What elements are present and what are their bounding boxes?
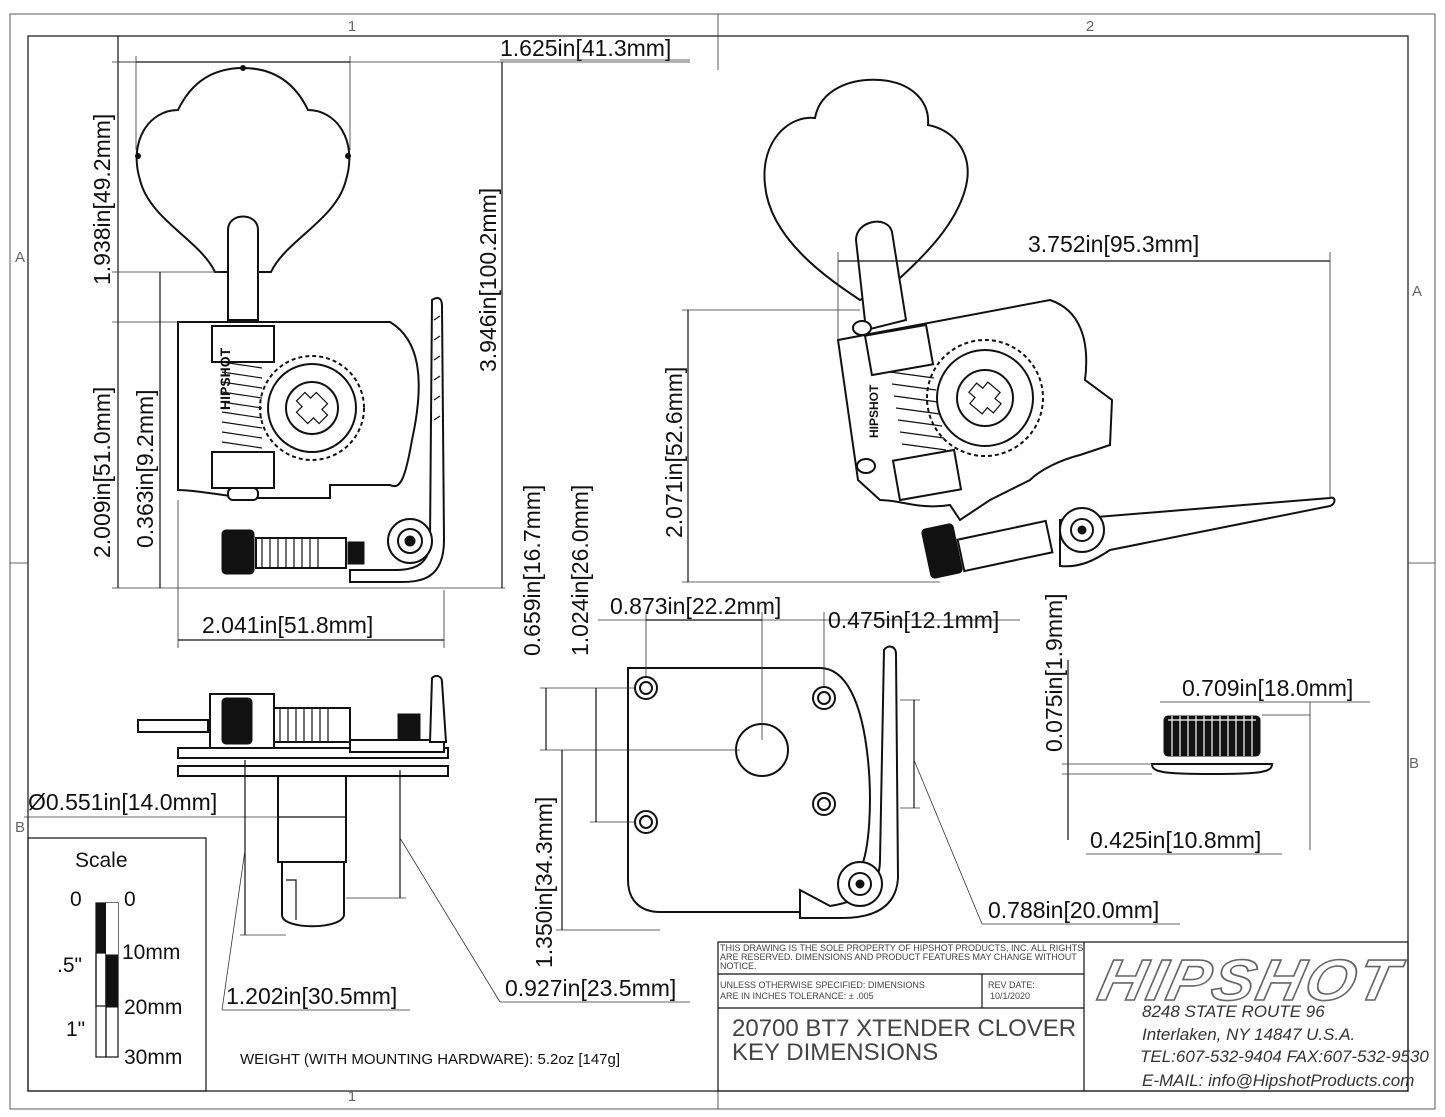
company-logo: HIPSHOT <box>1093 949 1409 1013</box>
dim-hole-v3: 1.350in[34.3mm] <box>531 797 557 968</box>
dim-button-height: 1.938in[49.2mm] <box>89 114 115 285</box>
scale-mm-0: 0 <box>124 888 136 911</box>
scale-legend: Scale 0 .5" 1" 0 10mm 20mm 30mm <box>27 837 207 1092</box>
iso-view-dimensions: 3.752in[95.3mm] 2.071in[52.6mm] <box>661 231 1331 583</box>
title-line-2: KEY DIMENSIONS <box>732 1039 938 1066</box>
title-block: THIS DRAWING IS THE SOLE PROPERTY OF HIP… <box>717 941 1429 1092</box>
dim-bushing-height: 0.425in[10.8mm] <box>1090 827 1261 853</box>
zone-col2-top: 2 <box>1086 18 1094 35</box>
plate-view <box>627 645 900 919</box>
zone-rowA-right: A <box>1412 283 1422 300</box>
scale-mm-30: 30mm <box>124 1046 182 1069</box>
scale-mm-20: 20mm <box>124 996 182 1019</box>
bushing-view <box>1150 715 1274 776</box>
scale-in-0: 0 <box>70 888 82 911</box>
dim-post-diameter: Ø0.551in[14.0mm] <box>28 789 217 815</box>
dim-post-length: 1.202in[30.5mm] <box>226 983 397 1009</box>
zone-labels: 1 2 1 A A B B <box>15 18 1422 1105</box>
dim-iso-length: 3.752in[95.3mm] <box>1028 231 1199 257</box>
dim-post-offset: 0.363in[9.2mm] <box>132 389 158 548</box>
scale-in-half: .5" <box>57 954 82 977</box>
bushing-dimensions: 0.709in[18.0mm] 0.075in[1.9mm] 0.075in[1… <box>1041 593 1370 855</box>
address-line-2: Interlaken, NY 14847 U.S.A. <box>1142 1025 1355 1044</box>
zone-col1-bottom: 1 <box>348 1088 356 1105</box>
address-line-3: TEL:607-532-9404 FAX:607-532-9530 <box>1140 1047 1429 1066</box>
weight-note: WEIGHT (WITH MOUNTING HARDWARE): 5.2oz [… <box>240 1051 620 1068</box>
notice-line-3: NOTICE. <box>720 961 757 971</box>
dim-hole-h2: 0.475in[12.1mm] <box>828 607 999 633</box>
notice-line-2: ARE RESERVED. DIMENSIONS AND PRODUCT FEA… <box>720 952 1077 962</box>
dim-hole-v2: 1.024in[26.0mm] <box>567 485 593 656</box>
zone-col1-top: 1 <box>348 18 356 35</box>
dim-bushing-flange: 0.075in[1.9mm] <box>1041 593 1067 752</box>
zone-rowB-right: B <box>1409 755 1419 772</box>
rev-date: 10/1/2020 <box>990 991 1030 1001</box>
iso-brand-mark: HIPSHOT <box>867 384 881 438</box>
dim-plate-width: 2.041in[51.8mm] <box>202 612 373 638</box>
tolerance-line-1: UNLESS OTHERWISE SPECIFIED: DIMENSIONS <box>720 980 925 990</box>
front-view-dimensions: 1.625in[41.3mm] 1.938in[49.2mm] 2.009in[… <box>89 35 690 648</box>
dim-overall-height: 3.946in[100.2mm] <box>475 188 501 372</box>
scale-mm-10: 10mm <box>122 941 180 964</box>
scale-in-1: 1" <box>66 1018 85 1041</box>
address-line-1: 8248 STATE ROUTE 96 <box>1142 1002 1325 1021</box>
dim-plate-height: 2.009in[51.0mm] <box>89 387 115 558</box>
dim-hole-h1: 0.873in[22.2mm] <box>610 593 781 619</box>
dim-lever-len: 0.788in[20.0mm] <box>988 897 1159 923</box>
dim-hole-v1: 0.659in[16.7mm] <box>519 485 545 656</box>
title-line-1: 20700 BT7 XTENDER CLOVER <box>732 1015 1076 1042</box>
address-line-4: E-MAIL: info@HipshotProducts.com <box>1142 1071 1414 1090</box>
side-view-tuner <box>137 674 449 928</box>
iso-view-tuner: HIPSHOT <box>763 78 1336 579</box>
zone-rowB-left: B <box>15 819 25 836</box>
rev-label: REV DATE: <box>988 980 1035 990</box>
dim-iso-height: 2.071in[52.6mm] <box>661 367 687 538</box>
notice-line-1: THIS DRAWING IS THE SOLE PROPERTY OF HIP… <box>720 943 1083 953</box>
front-view-tuner: HIPSHOT <box>135 65 446 583</box>
scale-title: Scale <box>75 849 128 872</box>
dim-top-width: 1.625in[41.3mm] <box>500 35 671 61</box>
zone-rowA-left: A <box>15 249 25 266</box>
plate-view-dimensions: 0.873in[22.2mm] 0.475in[12.1mm] 0.659in[… <box>519 485 1180 968</box>
side-view-dimensions: Ø0.551in[14.0mm] 1.202in[30.5mm] 0.927in… <box>24 760 690 1011</box>
dim-post-height: 0.927in[23.5mm] <box>505 975 676 1001</box>
tolerance-line-2: ARE IN INCHES TOLERANCE: ± .005 <box>720 991 874 1001</box>
dim-bushing-dia: 0.709in[18.0mm] <box>1182 675 1353 701</box>
worm-screw <box>211 325 275 501</box>
front-brand-mark: HIPSHOT <box>217 347 233 410</box>
